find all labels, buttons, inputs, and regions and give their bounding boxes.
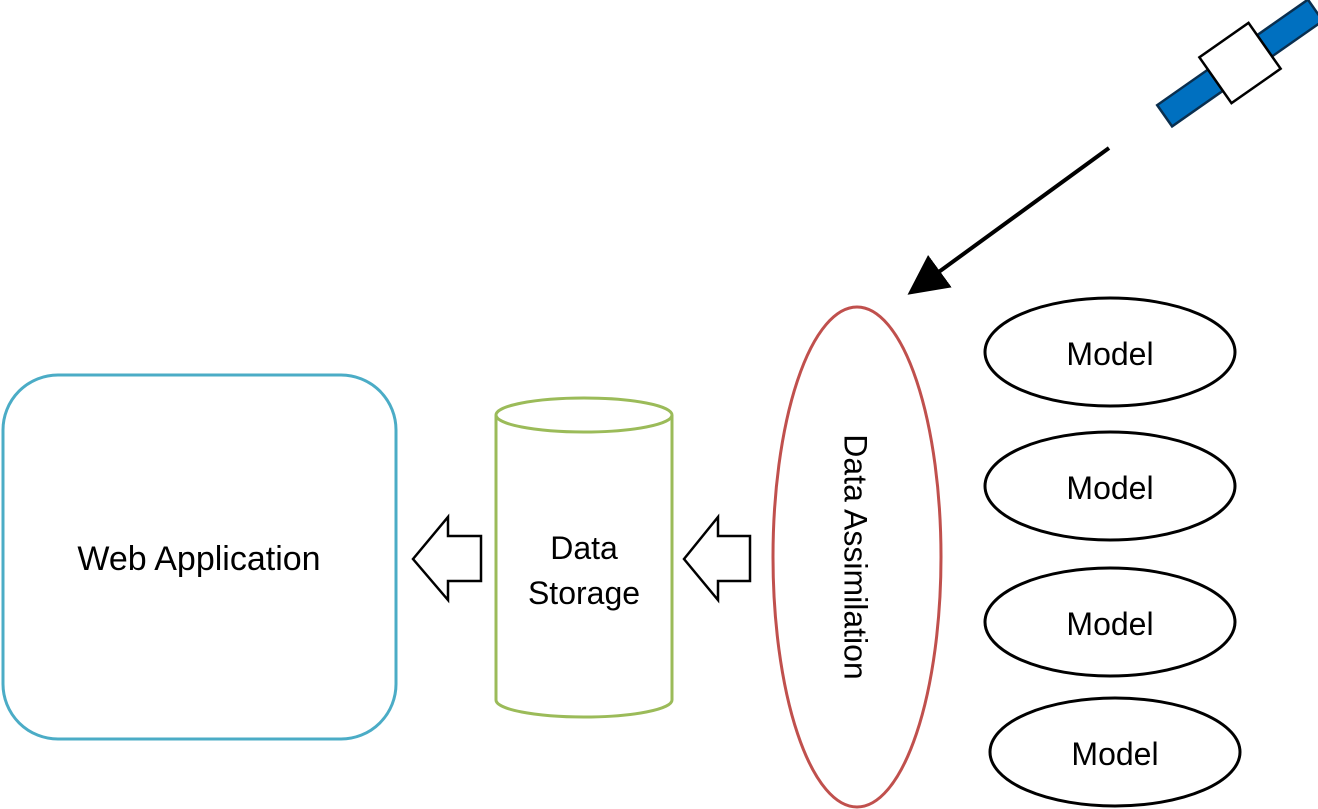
model-label: Model [1066,606,1153,642]
model-label: Model [1066,336,1153,372]
model-label: Model [1066,470,1153,506]
model-ellipse: Model [988,696,1242,808]
model-frame [983,566,1237,678]
data-storage-body [494,415,674,719]
web-application-label: Web Application [77,540,320,578]
data-storage-label-line2: Storage [528,575,640,611]
model-ellipse: Model [983,430,1237,542]
model-frame [988,696,1242,808]
model-label: Model [1071,736,1158,772]
web-application-box: Web Application [1,373,398,741]
model-ellipse: Model [983,566,1237,678]
storage-to-web-app-arrow [411,513,483,604]
data-storage-top [494,396,674,434]
satellite-body [1197,21,1283,105]
model-frame [983,430,1237,542]
web-application-frame [1,373,398,741]
satellite-to-assimilation-arrow [907,146,1111,295]
data-assimilation-ellipse: Data Assimilation [771,305,943,809]
data-assimilation-frame [771,305,943,809]
data-assimilation-label: Data Assimilation [838,434,874,679]
satellite-icon [1155,0,1318,129]
model-ellipse: Model [983,296,1237,408]
assimilation-to-storage-arrow [682,513,752,604]
model-frame [983,296,1237,408]
data-storage-label-line1: Data [550,530,618,566]
data-storage-cylinder: Data Storage [494,396,674,719]
